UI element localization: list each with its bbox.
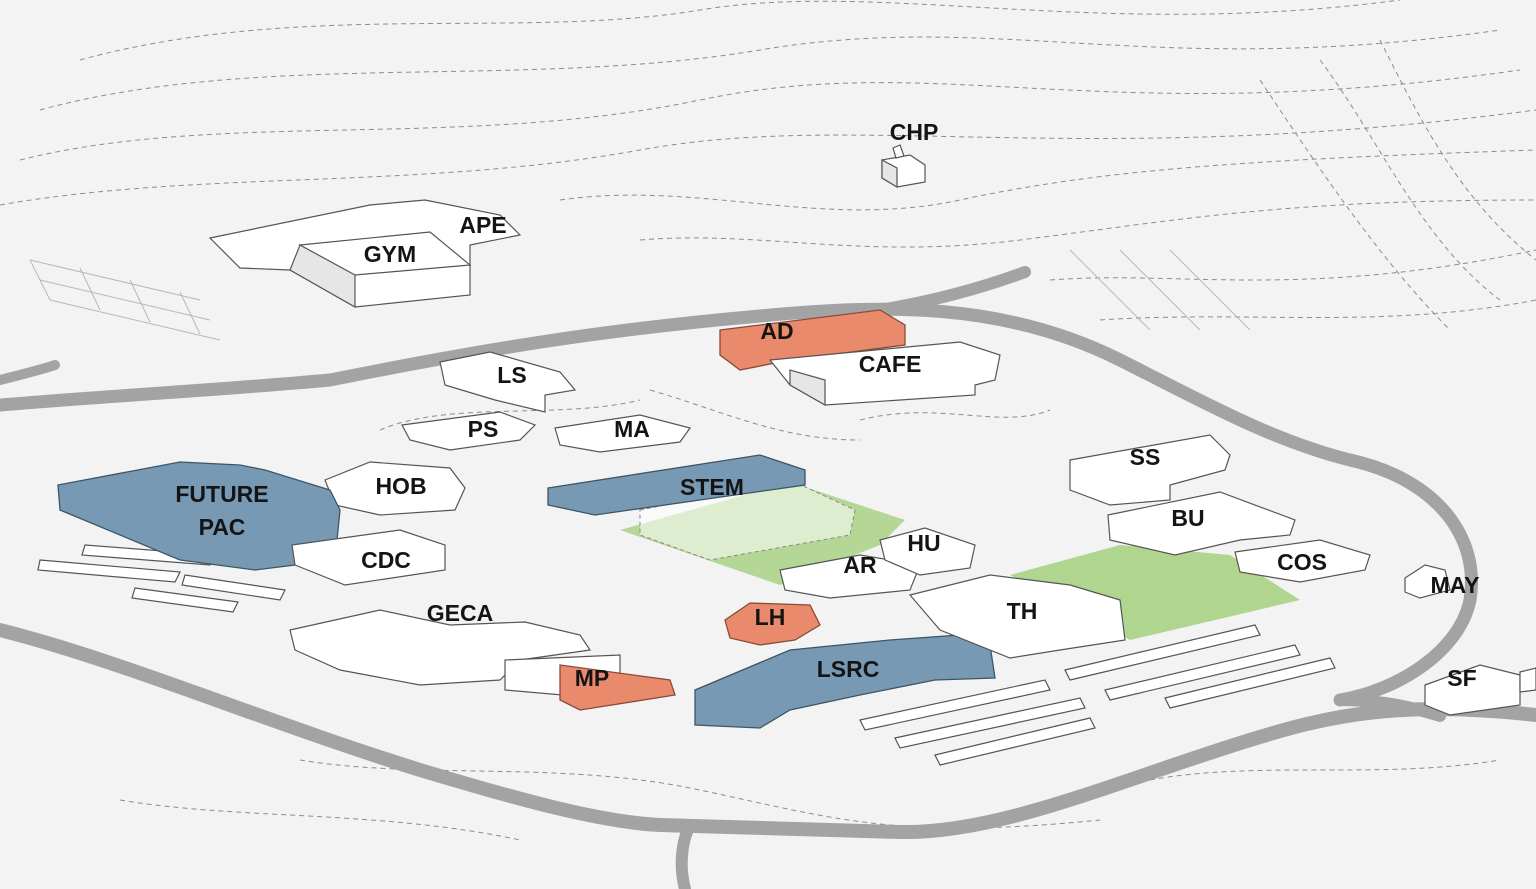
building-stem[interactable] (547, 454, 806, 516)
label-bu: BU (1171, 505, 1204, 531)
building-ar[interactable] (779, 554, 921, 599)
walkway-canopies (37, 544, 1336, 766)
label-chp: CHP (890, 119, 939, 145)
building-ss[interactable] (1069, 434, 1231, 506)
building-lsrc[interactable] (694, 634, 996, 729)
roads (0, 266, 1536, 889)
label-may: MAY (1431, 572, 1480, 598)
label-sf: SF (1447, 665, 1476, 691)
label-cdc: CDC (361, 547, 411, 573)
label-mp: MP (575, 665, 610, 691)
buildings (57, 144, 1536, 729)
building-future-pac[interactable] (57, 461, 341, 571)
label-pac: PAC (199, 514, 246, 540)
label-lh: LH (755, 604, 786, 630)
label-hob: HOB (375, 473, 426, 499)
label-cafe: CAFE (859, 351, 922, 377)
building-th[interactable] (908, 574, 1126, 659)
label-ls: LS (497, 362, 526, 388)
label-lsrc: LSRC (817, 656, 880, 682)
label-gym: GYM (364, 241, 416, 267)
building-hu[interactable] (879, 527, 976, 576)
building-ps[interactable] (401, 411, 537, 451)
building-cdc[interactable] (291, 529, 446, 586)
building-gym[interactable] (208, 199, 522, 309)
building-sf[interactable] (1424, 664, 1536, 716)
parking-lots (29, 249, 1251, 341)
building-chp[interactable] (881, 144, 926, 189)
building-cos[interactable] (1234, 539, 1371, 583)
label-th: TH (1007, 598, 1038, 624)
label-stem: STEM (680, 474, 744, 500)
label-ad: AD (760, 318, 793, 344)
building-ma[interactable] (554, 414, 691, 453)
building-lh[interactable] (724, 602, 821, 646)
building-labels: CHP APE GYM AD CAFE LS PS MA HOB FUTURE … (175, 119, 1479, 691)
building-hob[interactable] (324, 461, 466, 516)
building-bu[interactable] (1107, 491, 1296, 556)
building-cafe[interactable] (768, 341, 1001, 407)
label-ar: AR (843, 552, 877, 578)
label-geca: GECA (427, 600, 493, 626)
label-cos: COS (1277, 549, 1327, 575)
label-ma: MA (614, 416, 650, 442)
label-ps: PS (468, 416, 499, 442)
label-ape: APE (459, 212, 506, 238)
building-may[interactable] (1404, 564, 1451, 599)
label-hu: HU (907, 530, 940, 556)
open-space-th (1010, 545, 1300, 640)
building-mp[interactable] (504, 654, 676, 711)
label-future: FUTURE (175, 481, 268, 507)
building-geca[interactable] (289, 609, 592, 686)
label-ss: SS (1130, 444, 1161, 470)
building-ls[interactable] (439, 351, 577, 413)
